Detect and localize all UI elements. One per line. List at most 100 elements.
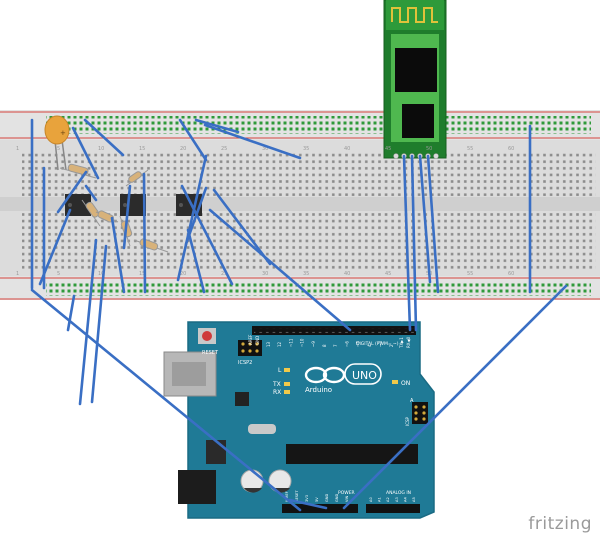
breadboard-column-number: 60 bbox=[508, 146, 514, 152]
bt-chip-2 bbox=[402, 104, 434, 138]
wire-3 bbox=[71, 126, 100, 180]
led-tx bbox=[284, 382, 290, 386]
digital-pin-label: ~3 bbox=[378, 341, 383, 347]
breadboard-column-number: 5 bbox=[57, 146, 60, 152]
icsp-header bbox=[412, 402, 428, 424]
wire-2 bbox=[83, 118, 125, 157]
led-tx-label: TX bbox=[272, 381, 281, 388]
reset-button-cap bbox=[202, 331, 212, 341]
power-pin-label: RESET bbox=[295, 490, 299, 502]
power-pin-label: 3V3 bbox=[305, 495, 309, 502]
breadboard-column-number: 30 bbox=[262, 271, 268, 277]
rx-pin-label: RX◀0 bbox=[406, 336, 411, 348]
wire-25 bbox=[410, 154, 418, 332]
digital-pin-label: ~6 bbox=[344, 341, 349, 347]
breadboard-column-number: 45 bbox=[385, 271, 391, 277]
led-rx bbox=[284, 390, 290, 394]
wire-14 bbox=[176, 154, 208, 282]
analog-pin-label: A1 bbox=[378, 497, 382, 502]
on-label: ON bbox=[401, 380, 410, 387]
digital-pin-label: ~10 bbox=[300, 338, 305, 347]
digital-pin-label: 4 bbox=[367, 344, 372, 347]
wire-20 bbox=[66, 294, 76, 332]
breadboard-column-number: 10 bbox=[98, 146, 104, 152]
wire-6 bbox=[203, 123, 302, 160]
wire-19 bbox=[208, 208, 352, 332]
breadboard-column-number: 55 bbox=[467, 271, 473, 277]
led-l-label: L bbox=[278, 367, 282, 374]
digital-pin-label: ~5 bbox=[356, 341, 361, 347]
digital-pin-label: 8 bbox=[322, 344, 327, 347]
usb-chip bbox=[235, 392, 249, 406]
wire-17 bbox=[212, 188, 272, 266]
resistor-6 bbox=[125, 169, 149, 187]
breadboard-column-number: 5 bbox=[57, 271, 60, 277]
analog-pin-label: A2 bbox=[386, 497, 390, 502]
breadboard-column-number: 45 bbox=[385, 146, 391, 152]
reset-label: RESET bbox=[202, 350, 219, 356]
breadboard-column-number: 50 bbox=[426, 146, 432, 152]
bottom-rail-holes bbox=[46, 282, 591, 296]
led-rx-label: RX bbox=[273, 389, 281, 396]
digital-pin-label: ~11 bbox=[288, 338, 293, 347]
digital-pin-label: 12 bbox=[277, 341, 282, 347]
analog-pin-label: A4 bbox=[403, 497, 407, 502]
aref-label: AREF bbox=[248, 334, 253, 345]
wire-24 bbox=[402, 154, 412, 332]
wire-8 bbox=[56, 170, 88, 214]
breadboard-column-number: 60 bbox=[508, 271, 514, 277]
power-pin-label: VIN bbox=[345, 495, 349, 502]
wires bbox=[30, 118, 568, 512]
wire-5 bbox=[194, 118, 240, 134]
breadboard-column-number: 30 bbox=[262, 146, 268, 152]
uno-logo-text: UNO bbox=[352, 369, 377, 382]
breadboard-column-number: 20 bbox=[180, 271, 186, 277]
bt-chip-1 bbox=[395, 48, 437, 92]
power-pin-label: GND bbox=[335, 494, 339, 502]
arduino-logo bbox=[304, 363, 382, 385]
breadboard-column-number: 25 bbox=[221, 271, 227, 277]
wire-27 bbox=[426, 154, 440, 294]
wire-18 bbox=[186, 228, 206, 294]
center-channel bbox=[0, 197, 600, 211]
wire-4 bbox=[178, 118, 208, 162]
power-pin-label: GND bbox=[325, 494, 329, 502]
fritzing-watermark: fritzing bbox=[528, 514, 592, 534]
breadboard-column-number: 35 bbox=[303, 146, 309, 152]
ic-chip-2 bbox=[120, 194, 146, 216]
breadboard-column-number: 15 bbox=[139, 271, 145, 277]
led-l bbox=[284, 368, 290, 372]
analog-pin-label: A3 bbox=[395, 497, 399, 502]
breadboard-column-number: 40 bbox=[344, 146, 350, 152]
breadboard-column-number: 25 bbox=[221, 146, 227, 152]
power-label: POWER bbox=[338, 490, 355, 496]
antenna-trace bbox=[391, 7, 438, 23]
capacitor: + bbox=[44, 115, 70, 171]
wire-9 bbox=[38, 208, 72, 286]
resistor-2 bbox=[81, 199, 101, 227]
wire-29 bbox=[342, 284, 568, 510]
wire-10 bbox=[84, 184, 98, 202]
breadboard bbox=[0, 110, 600, 300]
resistor-1 bbox=[59, 163, 97, 179]
tx-pin-label: TX▶1 bbox=[399, 337, 404, 349]
svg-text:+: + bbox=[60, 129, 66, 137]
digital-pin-label: 13 bbox=[266, 341, 271, 347]
breadboard-column-number: 35 bbox=[303, 271, 309, 277]
icsp-label: ICSP bbox=[405, 416, 410, 426]
breadboard-column-number: 1 bbox=[16, 146, 19, 152]
breadboard-column-number: 40 bbox=[344, 271, 350, 277]
breadboard-column-number: 20 bbox=[180, 146, 186, 152]
wire-11 bbox=[122, 184, 132, 250]
icsp2-label: ICSP2 bbox=[238, 360, 252, 366]
led-on bbox=[392, 380, 398, 384]
arduino-brand: Arduino bbox=[305, 386, 332, 394]
dc-jack bbox=[178, 470, 216, 504]
wire-15 bbox=[180, 184, 234, 286]
wire-12 bbox=[142, 172, 147, 294]
a-label: A bbox=[410, 398, 414, 404]
